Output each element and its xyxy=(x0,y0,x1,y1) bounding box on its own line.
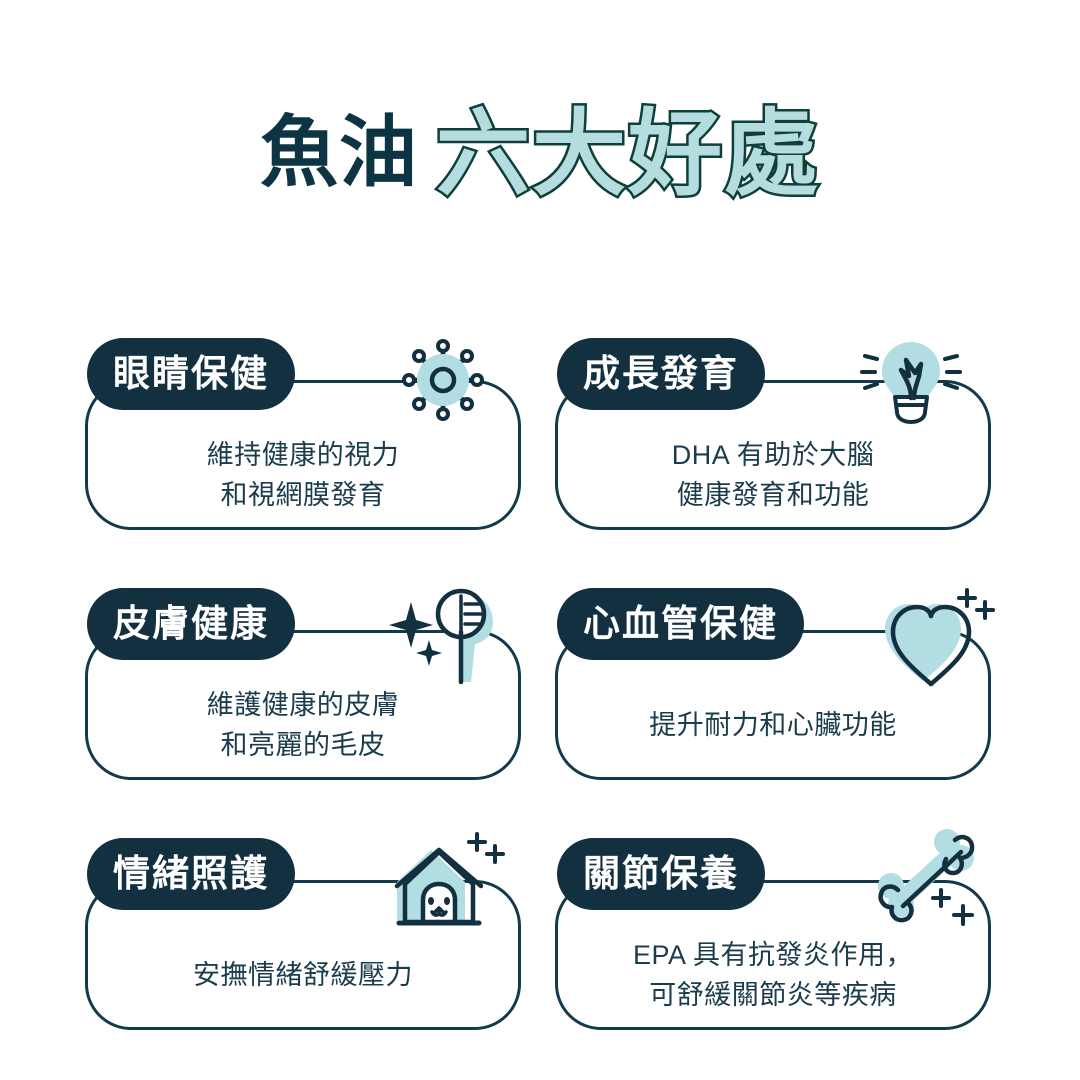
page-title-prefix: 魚油 xyxy=(259,108,418,196)
benefit-card-skin-health: 維護健康的皮膚 和亮麗的毛皮 皮膚健康 xyxy=(85,588,525,784)
benefit-description: DHA 有助於大腦 健康發育和功能 xyxy=(671,440,875,510)
benefit-card-eye-health: 維持健康的視力 和視網膜發育 眼睛保健 xyxy=(85,338,525,534)
benefit-card-cardiovascular: 提升耐力和心臟功能 心血管保健 xyxy=(555,588,995,784)
benefit-description: 提升耐力和心臟功能 xyxy=(649,710,897,740)
page-title: 魚油六大好處 xyxy=(0,78,1080,214)
page-title-highlight: 六大好處 xyxy=(433,99,821,209)
benefit-badge-label[interactable]: 情緒照護 xyxy=(87,838,295,910)
benefit-badge-label[interactable]: 關節保養 xyxy=(557,838,765,910)
benefit-badge-label[interactable]: 眼睛保健 xyxy=(87,338,295,410)
benefit-description: EPA 具有抗發炎作用， 可舒緩關節炎等疾病 xyxy=(632,940,914,1010)
benefit-card-emotional-care: 安撫情緒舒緩壓力 情緒照護 xyxy=(85,832,525,1034)
benefit-card-growth: DHA 有助於大腦 健康發育和功能 成長發育 xyxy=(555,338,995,534)
benefit-badge-label[interactable]: 成長發育 xyxy=(557,338,765,410)
benefit-badge-label[interactable]: 心血管保健 xyxy=(557,588,804,660)
benefit-description: 安撫情緒舒緩壓力 xyxy=(193,960,413,990)
benefit-description: 維持健康的視力 和視網膜發育 xyxy=(206,440,400,510)
benefit-description: 維護健康的皮膚 和亮麗的毛皮 xyxy=(206,690,400,760)
benefit-card-joint-care: EPA 具有抗發炎作用， 可舒緩關節炎等疾病 關節保養 xyxy=(555,829,995,1034)
benefits-grid: 維持健康的視力 和視網膜發育 眼睛保健 DHA 有助 xyxy=(0,250,1080,1030)
benefit-badge-label[interactable]: 皮膚健康 xyxy=(87,588,295,660)
